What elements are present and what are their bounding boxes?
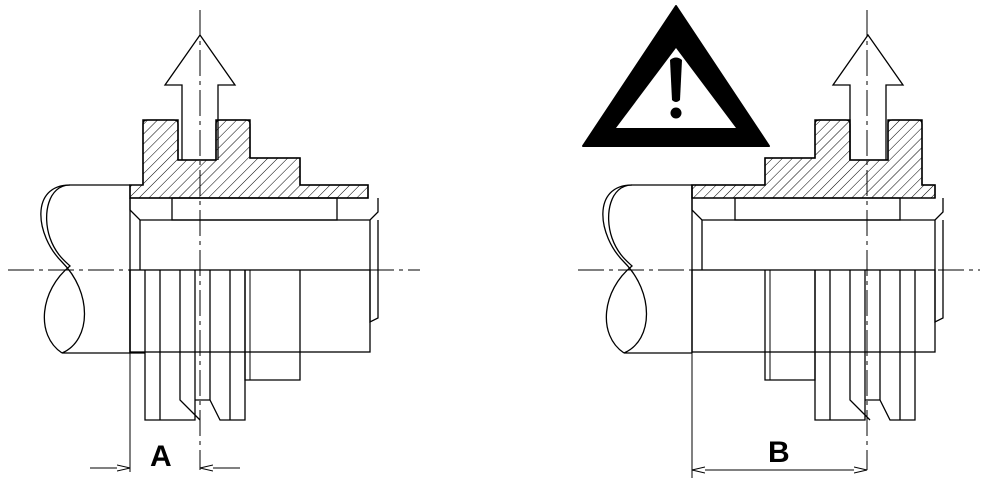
right-shaft-break-inner	[605, 184, 633, 354]
right-shaft-break	[602, 184, 692, 354]
right-shaft-end	[934, 220, 944, 324]
right-pulley	[691, 269, 936, 421]
right-bearing-insert	[734, 197, 901, 221]
right-lift-arrow-icon	[831, 33, 905, 160]
left-bearing-race	[129, 198, 379, 221]
left-pulley	[129, 269, 371, 421]
left-shaft-break-inner	[43, 184, 71, 354]
left-bearing-insert	[171, 197, 338, 221]
left-assembly: A	[8, 10, 420, 473]
left-hub-section	[129, 119, 369, 199]
dimension-label-a: A	[150, 440, 172, 473]
left-shaft-break	[40, 184, 130, 354]
warning-triangle-icon	[582, 5, 770, 147]
left-shaft-end	[369, 220, 379, 324]
dimension-label-b: B	[768, 436, 790, 469]
right-bearing-race	[691, 198, 944, 221]
left-hub-corner	[142, 119, 148, 125]
left-lift-arrow-icon	[163, 33, 237, 160]
right-assembly: B	[578, 10, 980, 478]
